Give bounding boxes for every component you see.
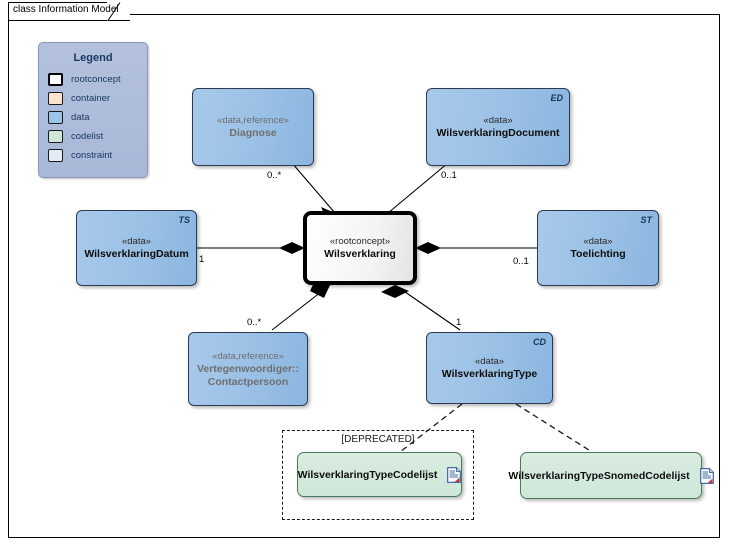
class-name-wilsverklaringtypesnomedcodelijst: WilsverklaringTypeSnomedCodelijst	[508, 469, 690, 482]
legend-title: Legend	[73, 52, 113, 64]
frame-tab-notch-icon	[107, 2, 131, 21]
class-node-wilsverklaringtype[interactable]: CD «data» WilsverklaringType	[426, 332, 553, 404]
stereotype-wilsverklaring: «rootconcept»	[329, 236, 391, 247]
multiplicity-contactpersoon: 0..*	[247, 317, 262, 328]
class-node-contactpersoon[interactable]: «data,reference» Vertegenwoordiger:: Con…	[188, 332, 308, 406]
class-node-wilsverklaring-rootconcept[interactable]: «rootconcept» Wilsverklaring	[303, 211, 417, 285]
legend-swatch-rootconcept	[48, 73, 63, 86]
stereotype-wilsverklaringtype: «data»	[474, 356, 505, 367]
legend-label-constraint: constraint	[71, 150, 113, 161]
legend-panel: Legend rootconcept container data codeli…	[38, 42, 148, 178]
type-tag-wilsverklaringdocument: ED	[550, 93, 563, 103]
class-node-wilsverklaringtypesnomedcodelijst[interactable]: WilsverklaringTypeSnomedCodelijst	[508, 452, 714, 499]
class-namespace-contactpersoon: Vertegenwoordiger::	[196, 362, 300, 375]
legend-rows: rootconcept container data codelist cons…	[39, 71, 147, 164]
type-tag-wilsverklaringtype: CD	[533, 337, 546, 347]
type-tag-wilsverklaringdatum: TS	[178, 215, 190, 225]
class-name-wilsverklaringtype: WilsverklaringType	[441, 368, 538, 380]
class-node-wilsverklaringdocument[interactable]: ED «data» WilsverklaringDocument	[426, 88, 570, 166]
class-name-wilsverklaringtypecodelijst: WilsverklaringTypeCodelijst	[297, 468, 438, 481]
legend-swatch-data	[48, 111, 63, 124]
legend-label-container: container	[71, 93, 111, 104]
multiplicity-diagnose: 0..*	[267, 170, 282, 181]
multiplicity-document: 0..1	[441, 170, 457, 181]
multiplicity-datum: 1	[199, 254, 205, 265]
legend-item-data: data	[48, 109, 147, 126]
legend-swatch-container	[48, 92, 63, 105]
codelist-content-wilsverklaringtypesnomedcodelijst: WilsverklaringTypeSnomedCodelijst	[508, 467, 714, 484]
legend-swatch-codelist	[48, 130, 63, 143]
legend-label-data: data	[71, 112, 90, 123]
codelist-content-wilsverklaringtypecodelijst: WilsverklaringTypeCodelijst	[297, 466, 462, 483]
class-name-toelichting: Toelichting	[570, 248, 626, 260]
legend-label-codelist: codelist	[71, 131, 104, 142]
class-node-wilsverklaringdatum[interactable]: TS «data» WilsverklaringDatum	[76, 210, 197, 286]
class-name-contactpersoon: Contactpersoon	[207, 375, 289, 388]
legend-item-container: container	[48, 90, 147, 107]
legend-item-rootconcept: rootconcept	[48, 71, 147, 88]
diagram-title: class Information Model	[13, 4, 119, 15]
stereotype-diagnose: «data,reference»	[217, 115, 289, 126]
document-icon	[699, 467, 714, 484]
stereotype-contactpersoon: «data,reference»	[212, 350, 284, 362]
multiplicity-toelichting: 0..1	[513, 256, 529, 267]
deprecated-group-label: [DEPRECATED]	[341, 434, 415, 445]
legend-item-constraint: constraint	[48, 147, 147, 164]
class-node-diagnose[interactable]: «data,reference» Diagnose	[192, 88, 314, 166]
legend-item-codelist: codelist	[48, 128, 147, 145]
class-name-wilsverklaringdocument: WilsverklaringDocument	[436, 127, 560, 139]
multiplicity-type: 1	[456, 317, 462, 328]
class-node-wilsverklaringtypecodelijst[interactable]: WilsverklaringTypeCodelijst	[297, 452, 462, 497]
deprecated-group-boundary	[282, 430, 474, 520]
class-name-wilsverklaringdatum: WilsverklaringDatum	[84, 248, 189, 260]
class-name-wilsverklaring: Wilsverklaring	[324, 248, 396, 260]
stereotype-wilsverklaringdatum: «data»	[121, 236, 152, 247]
stereotype-toelichting: «data»	[583, 236, 613, 247]
class-node-toelichting[interactable]: ST «data» Toelichting	[537, 210, 659, 286]
stereotype-wilsverklaringdocument: «data»	[483, 115, 513, 126]
type-tag-toelichting: ST	[640, 215, 652, 225]
diagram-frame-tab	[8, 2, 130, 21]
legend-swatch-constraint	[48, 149, 63, 162]
legend-label-rootconcept: rootconcept	[71, 74, 121, 85]
document-icon	[447, 466, 462, 483]
class-name-diagnose: Diagnose	[229, 127, 277, 139]
